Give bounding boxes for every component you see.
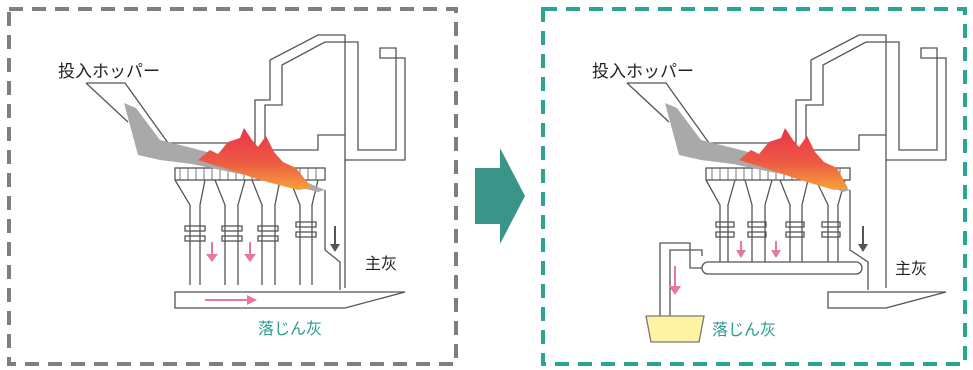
right-arrow-icon <box>475 148 525 244</box>
down-arrow-icon <box>206 242 218 262</box>
down-arrow-icon <box>330 226 340 252</box>
belt-conveyor <box>701 261 863 275</box>
damper <box>257 225 279 242</box>
hopper-label: 投入ホッパー <box>58 62 160 82</box>
down-arrow-icon <box>669 266 681 295</box>
flame <box>198 128 312 190</box>
flue-outline <box>741 34 947 161</box>
fallen-ash-conveyor <box>174 291 406 309</box>
flame <box>739 128 848 190</box>
damper <box>747 221 767 238</box>
main-ash-label: 主灰 <box>365 254 397 273</box>
down-arrow-icon <box>244 242 256 262</box>
before-panel: 投入ホッパー 主灰 落じん灰 <box>7 7 458 366</box>
damper <box>221 225 243 242</box>
main-ash-hopper <box>827 291 947 309</box>
down-arrow-icon <box>858 226 868 252</box>
hopper-chute <box>627 82 741 144</box>
main-ash-label: 主灰 <box>895 259 927 278</box>
after-frame <box>541 7 967 366</box>
down-arrow-icon <box>771 241 781 258</box>
hopper-label: 投入ホッパー <box>592 62 694 82</box>
main-ash-chute <box>849 190 869 290</box>
damper <box>821 221 841 238</box>
damper <box>295 221 317 238</box>
ash-transfer-duct <box>659 242 703 318</box>
damper <box>715 221 735 238</box>
before-frame <box>7 7 458 366</box>
fallen-ash-label: 落じん灰 <box>712 320 776 339</box>
main-ash-chute <box>324 190 341 290</box>
fallen-ash-label: 落じん灰 <box>258 319 322 338</box>
damper <box>184 225 206 242</box>
hopper-chute <box>86 82 200 144</box>
fallen-ash-bin <box>645 315 705 343</box>
damper <box>785 221 805 238</box>
right-arrow-icon <box>205 295 257 305</box>
after-panel: 投入ホッパー 主灰 落じん灰 <box>541 7 967 366</box>
down-arrow-icon <box>736 241 746 258</box>
flue-outline <box>200 34 406 161</box>
